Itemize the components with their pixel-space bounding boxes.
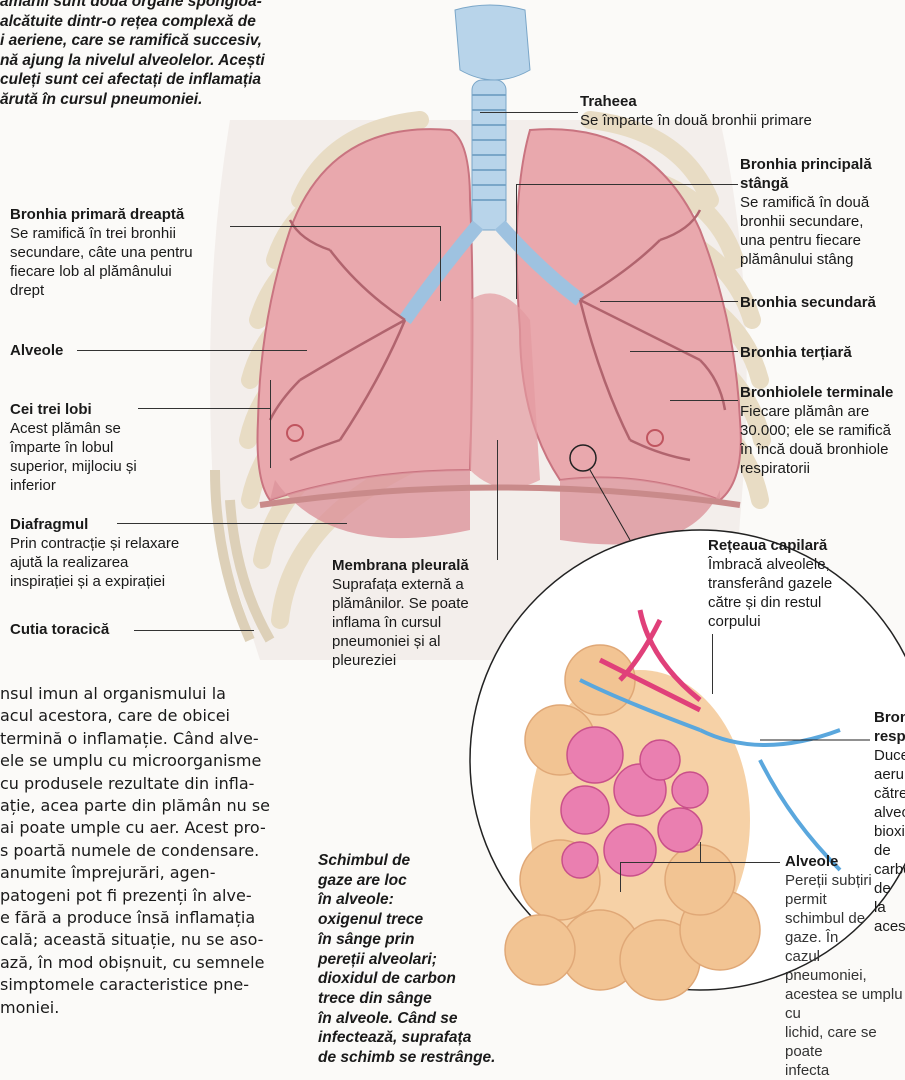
intro-line: nă ajung la nivelul alveolelor. Acești <box>0 51 310 71</box>
label-text: Se ramifică în două bronhii secundare, u… <box>740 193 905 269</box>
caption-line: dioxidul de carbon <box>318 969 548 989</box>
label-title: Bronhiolele terminale <box>740 383 905 402</box>
label-text: Pereții subțiri permit schimbul de gaze.… <box>785 871 905 1080</box>
label-title: Cei trei lobi <box>10 400 160 419</box>
intro-line: ămânii sunt două organe spongioa- <box>0 0 310 12</box>
body-line: acul acestora, care de obicei <box>0 705 300 727</box>
label-title: Bronhiola respiratorie <box>874 708 905 746</box>
body-line: moniei. <box>0 997 300 1019</box>
body-line: e fără a produce însă inflamația <box>0 907 300 929</box>
label-text: Îmbracă alveolele, transferând gazele că… <box>708 555 903 631</box>
label-cei-trei-lobi: Cei trei lobi Acest plămân se împarte în… <box>10 400 160 495</box>
label-title: Membrana pleurală <box>332 556 497 575</box>
caption-line: gaze are loc <box>318 871 548 891</box>
body-line: cală; această situație, nu se aso- <box>0 929 300 951</box>
body-line: termină o inflamație. Când alve- <box>0 728 300 750</box>
label-reteaua-capilara: Rețeaua capilară Îmbracă alveolele, tran… <box>708 536 903 631</box>
body-paragraph: nsul imun al organismului la acul acesto… <box>0 683 300 1019</box>
body-line: ai poate umple cu aer. Acest pro- <box>0 817 300 839</box>
label-title: Cutia toracică <box>10 620 109 639</box>
caption-line: pereții alveolari; <box>318 950 548 970</box>
label-alveole-left: Alveole <box>10 341 63 360</box>
body-line: anumite împrejurări, agen- <box>0 862 300 884</box>
label-text: Prin contracție și relaxare ajută la rea… <box>10 534 230 591</box>
caption-line: Schimbul de <box>318 851 548 871</box>
label-text: Suprafața externă a plămânilor. Se poate… <box>332 575 497 670</box>
label-text: Se împarte în două bronhii primare <box>580 111 900 130</box>
label-diafragmul: Diafragmul Prin contracție și relaxare a… <box>10 515 230 591</box>
caption-line: în sânge prin <box>318 930 548 950</box>
intro-line: ărută în cursul pneumoniei. <box>0 90 310 110</box>
body-line: simptomele caracteristice pne- <box>0 974 300 996</box>
label-text: Fiecare plămân are 30.000; ele se ramifi… <box>740 402 905 478</box>
gas-exchange-caption: Schimbul de gaze are loc în alveole: oxi… <box>318 851 548 1068</box>
caption-line: de schimb se restrânge. <box>318 1048 548 1068</box>
body-line: s poartă numele de condensare. <box>0 840 300 862</box>
label-title: Bronhia secundară <box>740 293 905 312</box>
label-bronhia-secundara: Bronhia secundară <box>740 293 905 312</box>
intro-line: alcătuite dintr-o rețea complexă de <box>0 12 310 32</box>
label-traheea: Traheea Se împarte în două bronhii prima… <box>580 92 900 130</box>
caption-line: în alveole: <box>318 890 548 910</box>
body-line: ație, acea parte din plămân nu se <box>0 795 300 817</box>
label-title: Traheea <box>580 92 900 111</box>
body-line: cu produsele rezultate din infla- <box>0 773 300 795</box>
label-title: Alveole <box>785 852 905 871</box>
label-cutia-toracica: Cutia toracică <box>10 620 109 639</box>
label-title: Bronhia principală stângă <box>740 155 905 193</box>
caption-line: infectează, suprafața <box>318 1028 548 1048</box>
caption-line: trece din sânge <box>318 989 548 1009</box>
label-text: Acest plămân se împarte în lobul superio… <box>10 419 160 495</box>
label-title: Rețeaua capilară <box>708 536 903 555</box>
label-bronhiolele-terminale: Bronhiolele terminale Fiecare plămân are… <box>740 383 905 478</box>
label-membrana-pleurala: Membrana pleurală Suprafața externă a pl… <box>332 556 497 670</box>
body-line: patogeni pot fi prezenți în alve- <box>0 885 300 907</box>
label-title: Diafragmul <box>10 515 230 534</box>
caption-line: în alveole. Când se <box>318 1009 548 1029</box>
intro-line: culeți sunt cei afectați de inflamația <box>0 70 310 90</box>
label-title: Alveole <box>10 341 63 360</box>
label-bronhia-primara-dreapta: Bronhia primară dreaptă Se ramifică în t… <box>10 205 260 300</box>
body-line: nsul imun al organismului la <box>0 683 300 705</box>
intro-paragraph: ămânii sunt două organe spongioa- alcătu… <box>0 0 310 110</box>
caption-line: oxigenul trece <box>318 910 548 930</box>
label-bronhia-tertiara: Bronhia terțiară <box>740 343 905 362</box>
body-line: ele se umplu cu microorganisme <box>0 750 300 772</box>
intro-line: i aeriene, care se ramifică succesiv, <box>0 31 310 51</box>
body-line: ază, în mod obișnuit, cu semnele <box>0 952 300 974</box>
label-alveole-right: Alveole Pereții subțiri permit schimbul … <box>785 852 905 1080</box>
label-text: Se ramifică în trei bronhii secundare, c… <box>10 224 260 300</box>
label-title: Bronhia terțiară <box>740 343 905 362</box>
label-bronhia-principala-stanga: Bronhia principală stângă Se ramifică în… <box>740 155 905 269</box>
label-title: Bronhia primară dreaptă <box>10 205 260 224</box>
